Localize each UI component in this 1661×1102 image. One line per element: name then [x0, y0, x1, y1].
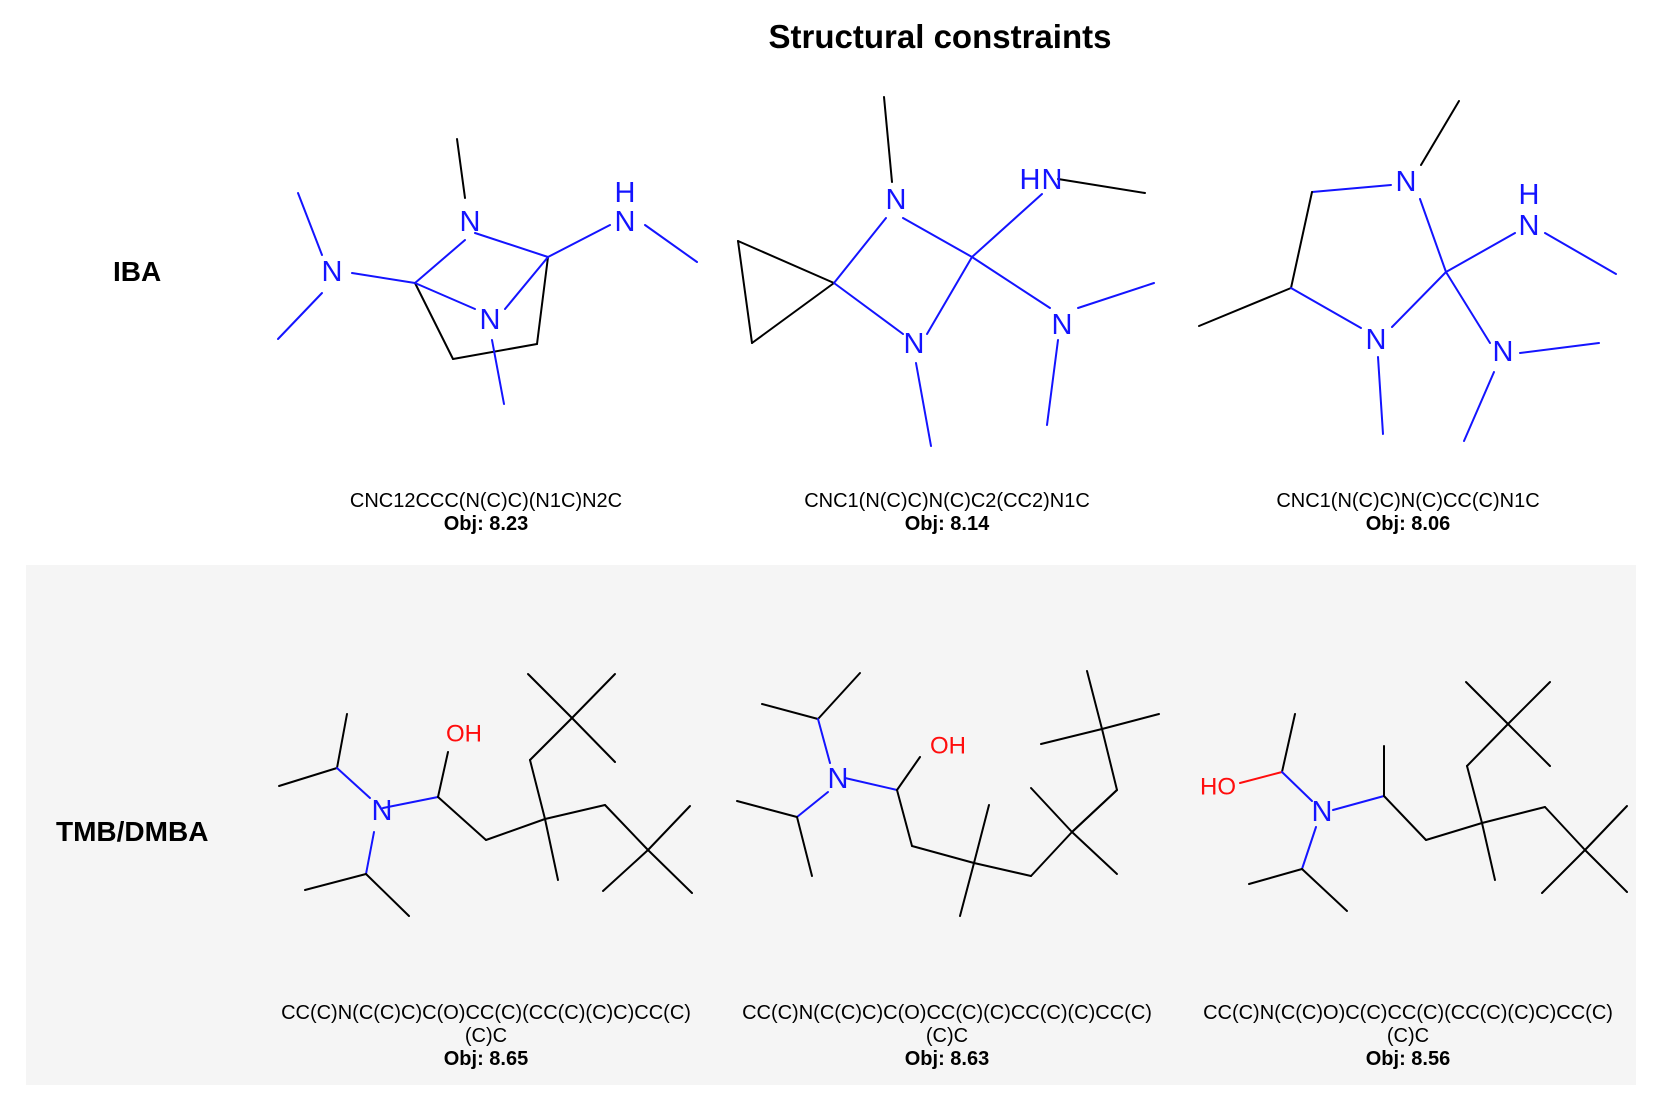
atom-n: N	[372, 795, 393, 827]
atom-oh: OH	[446, 721, 482, 748]
row-label-iba: IBA	[113, 256, 162, 287]
smiles-label: CNC12CCC(N(C)C)(N1C)N2C	[349, 490, 623, 512]
smiles-label: CC(C)N(C(C)O)C(C)CC(C)(CC(C)(C)C)CC(C)	[1203, 1002, 1613, 1024]
atom-n: N	[886, 184, 907, 216]
smiles-label: CNC1(N(C)C)N(C)CC(C)N1C	[1276, 490, 1540, 512]
atom-hn: H	[1020, 164, 1041, 196]
atom-n: N	[904, 328, 925, 360]
caption-iba-1: CNC12CCC(N(C)C)(N1C)N2C Obj: 8.23	[256, 490, 716, 536]
tmb-dmba-panel	[26, 565, 1636, 1085]
smiles-label: CC(C)N(C(C)C)C(O)CC(C)(CC(C)(C)C)CC(C)	[281, 1002, 691, 1024]
objective-value: Obj: 8.23	[443, 513, 529, 535]
smiles-label: CNC1(N(C)C)N(C)C2(CC2)N1C	[804, 490, 1090, 512]
smiles-continuation: (C)C	[464, 1025, 508, 1047]
caption-iba-3: CNC1(N(C)C)N(C)CC(C)N1C Obj: 8.06	[1178, 490, 1638, 536]
atom-n: N	[322, 256, 343, 288]
caption-iba-2: CNC1(N(C)C)N(C)C2(CC2)N1C Obj: 8.14	[717, 490, 1177, 536]
objective-value: Obj: 8.06	[1365, 513, 1451, 535]
caption-tmb-3: CC(C)N(C(C)O)C(C)CC(C)(CC(C)(C)C)CC(C) (…	[1178, 1002, 1638, 1071]
row-label-tmb-dmba: TMB/DMBA	[56, 816, 209, 847]
objective-value: Obj: 8.63	[904, 1048, 990, 1070]
smiles-label: CC(C)N(C(C)C)C(O)CC(C)(C)CC(C)(C)CC(C)	[742, 1002, 1152, 1024]
atom-h: H	[1519, 179, 1540, 211]
objective-value: Obj: 8.65	[443, 1048, 529, 1070]
atom-n: N	[1042, 164, 1063, 196]
smiles-continuation: (C)C	[1386, 1025, 1430, 1047]
atom-n: N	[828, 763, 849, 795]
atom-n: N	[1312, 796, 1333, 828]
atom-n: N	[480, 304, 501, 336]
atom-n: N	[1493, 336, 1514, 368]
objective-value: Obj: 8.14	[904, 513, 990, 535]
atom-n: N	[1366, 324, 1387, 356]
caption-tmb-1: CC(C)N(C(C)C)C(O)CC(C)(CC(C)(C)C)CC(C) (…	[256, 1002, 716, 1071]
caption-tmb-2: CC(C)N(C(C)C)C(O)CC(C)(C)CC(C)(C)CC(C) (…	[717, 1002, 1177, 1071]
atom-n: N	[615, 206, 636, 238]
figure-title: Structural constraints	[768, 18, 1112, 55]
atom-n: N	[1396, 166, 1417, 198]
smiles-continuation: (C)C	[925, 1025, 969, 1047]
atom-h: H	[615, 177, 636, 209]
atom-ho: HO	[1200, 774, 1236, 801]
atom-n: N	[1052, 309, 1073, 341]
atom-n: N	[1519, 210, 1540, 242]
atom-oh: OH	[930, 733, 966, 760]
atom-n: N	[460, 206, 481, 238]
objective-value: Obj: 8.56	[1365, 1048, 1451, 1070]
